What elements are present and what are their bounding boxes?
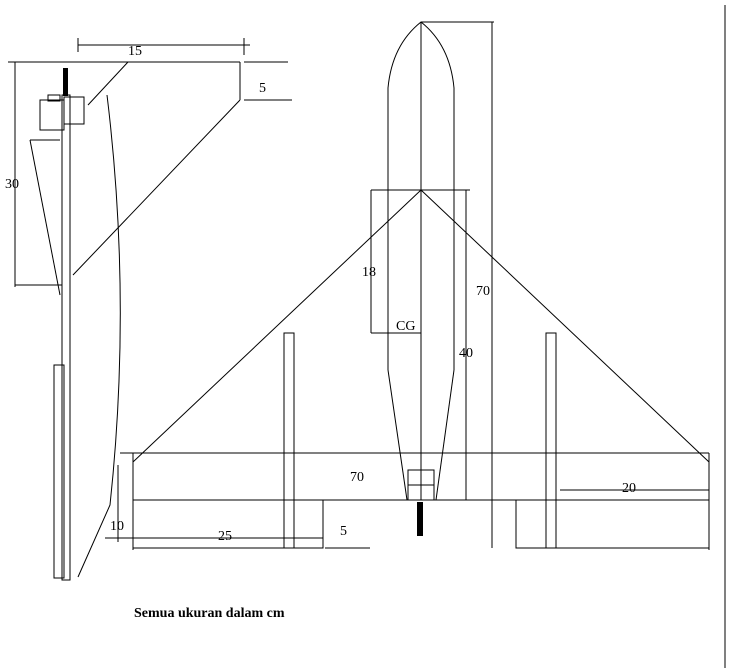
- side-propeller-shaft: [63, 68, 68, 96]
- dim-5b-label: 5: [340, 524, 347, 539]
- side-fuselage-stick: [61, 94, 71, 581]
- dim-30-label: 30: [5, 177, 19, 192]
- side-wedge-line: [29, 139, 61, 296]
- dim-18-label: 18: [362, 265, 376, 280]
- dim-25-label: 25: [218, 529, 232, 544]
- winglet-left: [283, 332, 295, 549]
- fuselage-tail-left: [387, 369, 408, 501]
- side-rear-piece: [53, 364, 65, 579]
- side-view: 15 5 30: [5, 38, 292, 581]
- dim-15-label: 15: [128, 44, 142, 59]
- side-wing-edge: [72, 99, 241, 276]
- wing-leading-edge-left: [132, 189, 422, 463]
- fuselage-tail-right: [435, 369, 455, 501]
- side-wing-top-link: [87, 61, 129, 106]
- side-motor-block: [63, 96, 85, 125]
- winglet-right: [545, 332, 557, 549]
- dim-5-label: 5: [259, 81, 266, 96]
- dim-70-span-label: 70: [350, 470, 364, 485]
- units-note: Semua ukuran dalam cm: [134, 606, 285, 621]
- elevon-left: [132, 499, 324, 549]
- top-view: 18 CG 70 40 70 20 10 25 5: [105, 21, 710, 550]
- side-fuselage-profile: [77, 94, 121, 578]
- cg-label: CG: [396, 319, 415, 334]
- wing-leading-edge-right: [420, 189, 710, 463]
- side-servo-horn: [47, 94, 61, 102]
- tail-propeller-shaft: [417, 502, 423, 536]
- side-servo-block: [39, 99, 65, 131]
- dim-10-label: 10: [110, 519, 124, 534]
- dim-70-length-label: 70: [476, 284, 490, 299]
- elevon-right: [515, 499, 710, 549]
- dim-20-label: 20: [622, 481, 636, 496]
- dim-40-label: 40: [459, 346, 473, 361]
